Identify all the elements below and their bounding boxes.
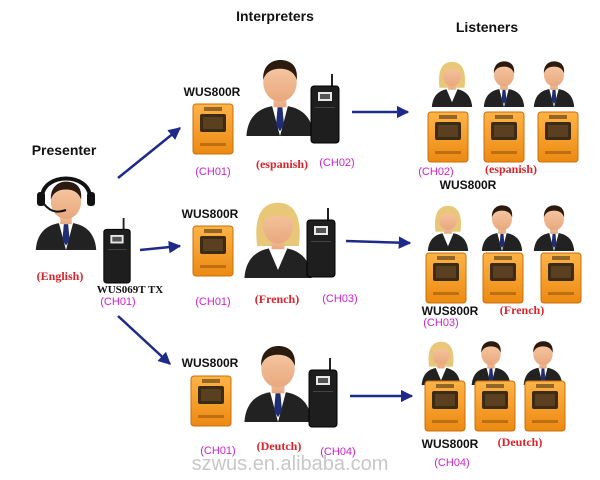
arrow-interpreter-to-listeners <box>346 241 410 243</box>
receiver-device-icon <box>475 381 515 431</box>
interpreter-transmit-channel: (CH02) <box>319 157 354 169</box>
interpreter-person-icon <box>244 203 311 278</box>
arrow-presenter-to-interpreter-2 <box>140 246 180 250</box>
presenter-person-icon <box>36 179 96 251</box>
interpreter-deutch: WUS800R (CH01) (Deutch) (CH04) <box>182 346 412 458</box>
arrow-presenter-to-interpreter-3 <box>118 316 170 364</box>
transmitter-device-icon <box>311 74 339 143</box>
transmitter-device-icon <box>307 208 335 277</box>
listener-person-icon <box>534 61 574 107</box>
listener-person-icon <box>428 206 468 251</box>
receiver-device-icon <box>538 112 578 162</box>
listener-group-espanish: (CH02) (espanish) WUS800R <box>418 61 578 192</box>
listener-receiver-label: WUS800R <box>422 304 479 318</box>
receiver-device-icon <box>428 112 468 162</box>
receiver-device-icon <box>191 376 231 426</box>
receiver-device-icon <box>426 253 466 303</box>
listener-person-icon <box>484 61 524 107</box>
listener-channel: (CH02) <box>418 166 453 178</box>
presenter-transmitter-icon <box>104 218 130 283</box>
listener-person-icon <box>472 341 511 385</box>
interpreter-french: WUS800R (CH01) (French) (CH03) <box>182 203 410 308</box>
interpreter-receiver-label: WUS800R <box>182 207 239 221</box>
interpreters-heading: Interpreters <box>236 8 314 24</box>
listener-language: (French) <box>500 303 544 317</box>
receiver-device-icon <box>193 226 233 276</box>
presenter-language: (English) <box>37 269 84 283</box>
presenter-title: Presenter <box>32 142 97 158</box>
receiver-device-icon <box>484 112 524 162</box>
interpreter-receive-channel: (CH01) <box>195 296 230 308</box>
interpreter-receive-channel: (CH01) <box>195 166 230 178</box>
listener-channel: (CH03) <box>423 317 458 329</box>
receiver-device-icon <box>483 253 523 303</box>
receiver-device-icon <box>525 381 565 431</box>
listener-language: (espanish) <box>485 162 537 176</box>
listener-receiver-label: WUS800R <box>422 437 479 451</box>
receiver-device-icon <box>541 253 581 303</box>
transmitter-device-icon <box>309 358 337 427</box>
interpreter-receiver-label: WUS800R <box>182 356 239 370</box>
listener-person-icon <box>432 62 472 107</box>
listener-person-icon <box>524 341 563 385</box>
listener-person-icon <box>422 342 461 385</box>
receiver-device-icon <box>193 104 233 154</box>
interpreter-espanish: WUS800R (CH01) (espanish) (CH02) <box>184 60 408 178</box>
listener-group-deutch: WUS800R (Deutch) (CH04) <box>422 341 565 469</box>
presenter-transmitter-label: WUS069T TX <box>97 284 164 296</box>
interpreter-person-icon <box>244 346 311 422</box>
watermark: szwus.en.alibaba.com <box>192 453 389 475</box>
presenter-channel: (CH01) <box>100 296 135 308</box>
interpreter-receiver-label: WUS800R <box>184 85 241 99</box>
arrow-presenter-to-interpreter-1 <box>118 128 180 178</box>
listener-language: (Deutch) <box>498 435 543 449</box>
listener-person-icon <box>534 205 574 251</box>
listener-receiver-label: WUS800R <box>440 178 497 192</box>
listener-channel: (CH04) <box>434 457 469 469</box>
interpreter-transmit-channel: (CH03) <box>322 293 357 305</box>
listener-group-french: WUS800R (CH03) (French) <box>422 205 581 329</box>
listeners-heading: Listeners <box>456 19 518 35</box>
interpreter-person-icon <box>246 60 313 136</box>
interpreter-language: (espanish) <box>256 157 308 171</box>
listener-person-icon <box>482 205 522 251</box>
interpreter-language: (French) <box>255 292 299 306</box>
interpreter-language: (Deutch) <box>257 439 302 453</box>
receiver-device-icon <box>425 381 465 431</box>
